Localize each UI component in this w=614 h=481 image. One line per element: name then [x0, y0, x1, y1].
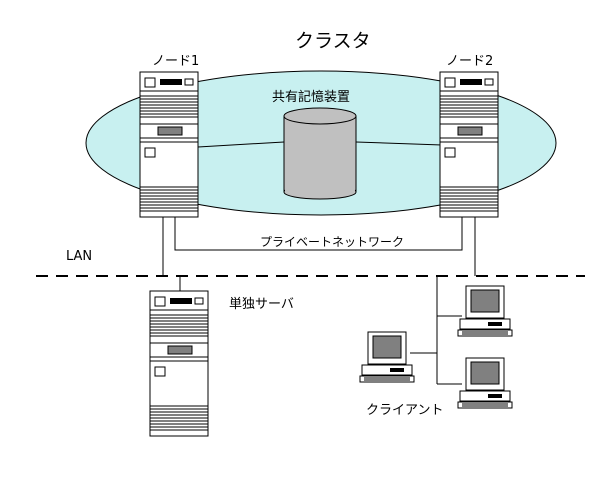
lan-label: LAN [66, 249, 93, 264]
node1-server [139, 71, 199, 218]
client-pc-1 [457, 285, 513, 337]
standalone-server [149, 290, 209, 437]
standalone-server-label: 単独サーバ [229, 297, 294, 312]
node1-label: ノード1 [152, 54, 200, 69]
client-pc-3 [359, 331, 415, 383]
node2-label: ノード2 [446, 54, 494, 69]
node2-server [439, 71, 499, 218]
cluster-label: クラスタ [295, 30, 371, 52]
shared-storage-label: 共有記憶装置 [272, 90, 351, 105]
client-pc-2 [457, 357, 513, 409]
private-network-label: プライベートネットワーク [258, 235, 407, 249]
shared-storage-cylinder [283, 107, 357, 200]
clients-label: クライアント [366, 403, 444, 418]
storage-link-left [197, 141, 285, 148]
private-network-line [174, 217, 463, 251]
storage-link-right [355, 141, 443, 146]
